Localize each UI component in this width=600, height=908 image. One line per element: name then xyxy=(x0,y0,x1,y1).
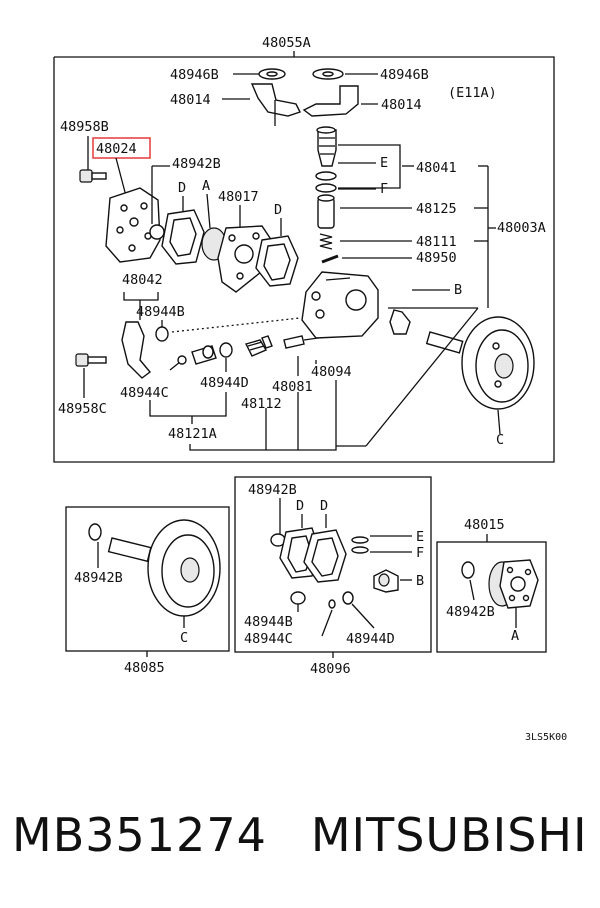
seal-B xyxy=(389,309,411,335)
label-48094: 48094 xyxy=(311,364,352,380)
kit-48096-letter-D1: D xyxy=(296,498,304,514)
letter-F-top: F xyxy=(380,181,388,197)
brand-name: MITSUBISHI xyxy=(310,808,588,862)
washer-48944D xyxy=(219,342,233,358)
kit-48015-label-a: 48942B xyxy=(446,604,495,620)
kit-48096-letter-E: E xyxy=(416,529,424,545)
kit-48085-shaft xyxy=(107,537,152,563)
kit-48096-label-c: 48944C xyxy=(244,631,293,647)
label-48081: 48081 xyxy=(272,379,313,395)
label-48944B: 48944B xyxy=(136,304,185,320)
part-number: MB351274 xyxy=(12,808,267,862)
assembly-code-label: 48055A xyxy=(262,35,311,51)
kit-48096-label-a: 48942B xyxy=(248,482,297,498)
label-48041: 48041 xyxy=(416,160,457,176)
kit-48085-code: 48085 xyxy=(124,660,165,676)
label-48946B-right: 48946B xyxy=(380,67,429,83)
label-48024: 48024 xyxy=(96,141,137,157)
label-48944D: 48944D xyxy=(200,375,249,391)
kit-48096-label-d: 48944D xyxy=(346,631,395,647)
kit-48096-washer-C xyxy=(328,599,336,609)
washer-48944B xyxy=(155,326,169,342)
spring-48111 xyxy=(319,233,333,250)
label-48112: 48112 xyxy=(241,396,282,412)
label-48946B-left: 48946B xyxy=(170,67,219,83)
label-48042: 48042 xyxy=(122,272,163,288)
kit-48096-letter-B: B xyxy=(416,573,424,589)
kit-48096-letter-F: F xyxy=(416,545,424,561)
kit-48096-washer-B xyxy=(290,591,306,605)
washer-48944C xyxy=(177,355,187,365)
kit-48015-code: 48015 xyxy=(464,517,505,533)
drawing-code: 3LS5K00 xyxy=(525,732,567,743)
kit-48096-washer-D xyxy=(342,591,354,605)
kit-48096-o-ring-E xyxy=(351,536,369,544)
kit-48096-label-b: 48944B xyxy=(244,614,293,630)
kit-48085-label-a: 48942B xyxy=(74,570,123,586)
letter-E-top: E xyxy=(380,155,388,171)
label-48958C: 48958C xyxy=(58,401,107,417)
bolt-48958C xyxy=(75,353,89,367)
kit-48085-o-ring xyxy=(88,523,102,541)
label-48942B-top: 48942B xyxy=(172,156,221,172)
bolt-48958B xyxy=(79,169,93,183)
letter-A-top: A xyxy=(202,178,210,194)
valve-48125 xyxy=(317,197,335,229)
o-ring-F xyxy=(315,183,337,193)
letter-B-main: B xyxy=(454,282,462,298)
pin-48950 xyxy=(321,254,339,264)
kit-48015-o-ring xyxy=(461,561,475,579)
shaft-C xyxy=(425,331,464,354)
product-caption: MB351274 MITSUBISHI xyxy=(12,808,592,862)
highlight-48024 xyxy=(92,137,151,159)
label-48014-right: 48014 xyxy=(381,97,422,113)
label-48944C: 48944C xyxy=(120,385,169,401)
bracket-48014-right xyxy=(302,85,359,117)
kit-48096-letter-D2: D xyxy=(320,498,328,514)
bracket-48014-left xyxy=(250,83,301,117)
pump-body xyxy=(301,271,379,339)
letter-C-main: C xyxy=(496,432,504,448)
main-frame xyxy=(53,56,555,463)
label-48003A: 48003A xyxy=(497,220,546,236)
kit-48096-code: 48096 xyxy=(310,661,351,677)
kit-48015-frame xyxy=(436,541,547,653)
exploded-view-svg: 48055A (E11A) 48946B 48014 48946B 48014 … xyxy=(53,35,567,743)
valve-cap xyxy=(317,129,337,167)
kit-48096-o-ring-F xyxy=(351,546,369,554)
label-48017: 48017 xyxy=(218,189,259,205)
label-48125: 48125 xyxy=(416,201,457,217)
label-48121A: 48121A xyxy=(168,426,217,442)
kit-48015-letter-A: A xyxy=(511,628,519,644)
fitting-48042 xyxy=(121,321,152,379)
label-48111: 48111 xyxy=(416,234,457,250)
label-48014-left: 48014 xyxy=(170,92,211,108)
label-48950: 48950 xyxy=(416,250,457,266)
fitting-48094 xyxy=(283,335,305,349)
letter-D-right: D xyxy=(274,202,282,218)
variant-label: (E11A) xyxy=(448,85,497,101)
label-48958B-top: 48958B xyxy=(60,119,109,135)
kit-48085-letter-C: C xyxy=(180,630,188,646)
o-ring-E xyxy=(315,171,337,181)
letter-D-left: D xyxy=(178,180,186,196)
o-ring-48942B xyxy=(149,224,165,240)
